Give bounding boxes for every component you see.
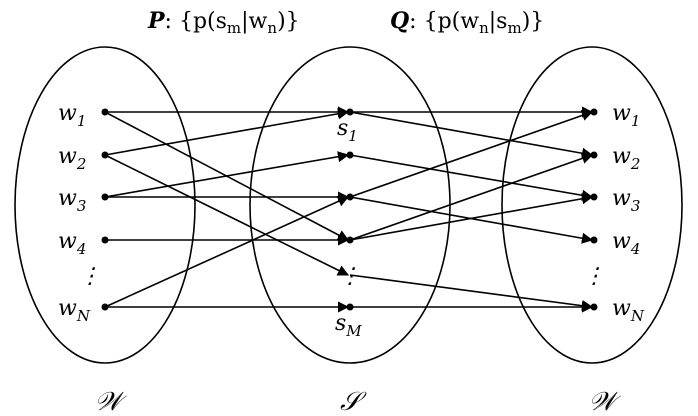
- left-node-label: w4: [58, 229, 86, 258]
- right-node-label: w2: [612, 144, 640, 173]
- left-node-dot: [101, 236, 109, 244]
- left-set-label: 𝒲: [94, 387, 127, 416]
- header-q: Q: {p(wn|sm)}: [390, 8, 544, 37]
- right-node-ellipsis: ⋮: [583, 264, 605, 289]
- left-node-dot: [101, 193, 109, 201]
- left-node-dot: [101, 151, 109, 159]
- right-node-dot: [590, 151, 598, 159]
- header-p: P: {p(sm|wn)}: [147, 8, 300, 37]
- right-node-label: w1: [612, 101, 640, 130]
- left-node-ellipsis: ⋮: [79, 264, 101, 289]
- right-set-ellipse: [501, 46, 683, 364]
- middle-node-dot: [346, 303, 354, 311]
- left-set-ellipse: [14, 46, 196, 364]
- middle-label-sm: sM: [335, 311, 362, 340]
- nodes-group: w1 w2 w3 w4 ⋮ wN w1 w2 w3 w4 ⋮ wN: [58, 101, 645, 325]
- left-node-label: wN: [58, 296, 91, 325]
- edge-left-to-middle: [104, 154, 350, 276]
- right-node-dot: [590, 108, 598, 116]
- left-node-label: w3: [58, 186, 86, 215]
- right-node-label: wN: [612, 296, 645, 325]
- middle-ellipsis: ⋮: [339, 264, 361, 289]
- right-node-dot: [590, 236, 598, 244]
- edge-middle-to-right: [349, 193, 594, 241]
- left-node-label: w1: [58, 101, 86, 130]
- edge-left-to-middle: [104, 108, 350, 156]
- right-node-dot: [590, 303, 598, 311]
- edge-left-to-middle: [104, 151, 350, 198]
- middle-set-label: 𝒮: [340, 387, 367, 416]
- middle-node-dot: [346, 108, 354, 116]
- right-node-label: w3: [612, 186, 640, 215]
- left-node-dot: [101, 303, 109, 311]
- right-set-label: 𝒲: [588, 387, 621, 416]
- edge-middle-to-right: [349, 153, 594, 241]
- edge-middle-to-right: [349, 274, 594, 312]
- left-node-dot: [101, 108, 109, 116]
- edge-middle-to-right: [349, 111, 594, 159]
- right-node-label: w4: [612, 229, 640, 258]
- edges-group: [104, 106, 594, 313]
- edge-middle-to-right: [349, 110, 594, 198]
- left-node-label: w2: [58, 144, 86, 173]
- middle-node-dot: [346, 236, 354, 244]
- right-node-dot: [590, 193, 598, 201]
- middle-node-dot: [346, 151, 354, 159]
- middle-label-s1: s1: [337, 116, 358, 145]
- edge-middle-to-right: [349, 154, 594, 201]
- edge-left-to-middle: [104, 196, 350, 308]
- middle-node-dot: [346, 193, 354, 201]
